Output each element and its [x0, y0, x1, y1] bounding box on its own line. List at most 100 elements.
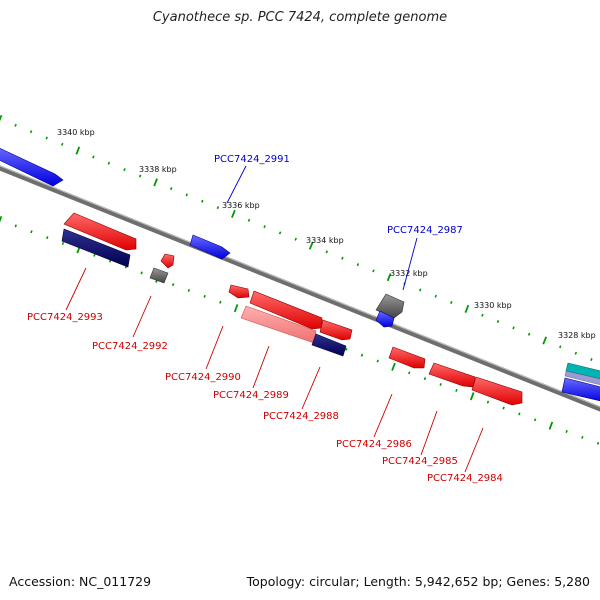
minor-tick: [341, 256, 344, 260]
gene-label-reverse[interactable]: PCC7424_2990: [165, 372, 241, 383]
minor-tick: [263, 225, 266, 229]
major-tick: [464, 304, 470, 313]
gene-label-reverse[interactable]: PCC7424_2986: [336, 439, 412, 450]
minor-tick: [372, 269, 375, 273]
minor-tick: [171, 283, 175, 287]
minor-tick: [278, 231, 282, 235]
forward-genes: [0, 146, 600, 402]
minor-tick: [185, 193, 188, 197]
tick-label: 3330 kbp: [474, 301, 512, 310]
minor-tick: [46, 236, 49, 240]
major-tick: [231, 209, 236, 218]
gene-label-reverse[interactable]: PCC7424_2989: [213, 390, 289, 401]
minor-tick: [169, 187, 173, 191]
minor-tick: [356, 263, 360, 267]
minor-tick: [408, 371, 411, 375]
minor-tick: [294, 237, 297, 241]
tick-label: 3336 kbp: [222, 201, 260, 210]
minor-tick: [559, 345, 562, 349]
gene-label-reverse[interactable]: PCC7424_2988: [263, 411, 339, 422]
major-tick: [233, 304, 239, 313]
minor-tick: [574, 351, 578, 355]
tick-labels: 3340 kbp 3338 kbp 3336 kbp 3334 kbp 3332…: [57, 128, 596, 340]
minor-tick: [423, 377, 427, 381]
gene-block[interactable]: [471, 376, 523, 406]
minor-tick: [61, 142, 64, 146]
gene-block[interactable]: [249, 290, 323, 330]
gene-block[interactable]: [189, 234, 231, 260]
minor-tick: [107, 161, 111, 165]
major-tick: [0, 114, 3, 122]
minor-tick: [581, 435, 584, 439]
minor-tick: [123, 168, 126, 172]
gene-label-forward[interactable]: PCC7424_2987: [387, 225, 463, 236]
major-tick: [308, 241, 314, 250]
gene-block[interactable]: [565, 362, 600, 380]
topology-label: Topology: circular; Length: 5,942,652 bp…: [246, 574, 590, 589]
gene-block[interactable]: [160, 253, 175, 269]
minor-tick: [590, 357, 593, 362]
gene-block[interactable]: [149, 267, 169, 284]
minor-tick: [486, 400, 490, 404]
gene-label-forward[interactable]: PCC7424_2991: [214, 154, 290, 165]
gene-block[interactable]: [63, 212, 137, 251]
minor-tick: [455, 388, 458, 392]
minor-tick: [187, 289, 191, 292]
gene-block[interactable]: [61, 228, 131, 268]
map-title: Cyanothece sp. PCC 7424, complete genome: [152, 10, 448, 25]
gene-label-reverse[interactable]: PCC7424_2992: [92, 341, 168, 352]
gene-block[interactable]: [311, 333, 347, 357]
gene-labels: PCC7424_2991 PCC7424_2987 PCC7424_2993 P…: [27, 154, 503, 484]
major-tick: [153, 178, 158, 187]
tick-label: 3338 kbp: [139, 165, 177, 174]
minor-tick: [512, 326, 515, 330]
minor-tick: [140, 271, 143, 275]
gene-label-reverse[interactable]: PCC7424_2984: [427, 473, 503, 484]
minor-tick: [496, 319, 500, 324]
gene-block[interactable]: [375, 310, 395, 328]
minor-tick: [450, 300, 453, 305]
minor-tick: [565, 429, 568, 434]
minor-tick: [14, 224, 17, 228]
minor-tick: [45, 136, 48, 140]
minor-tick: [216, 206, 220, 210]
major-tick: [386, 273, 392, 282]
major-tick: [391, 362, 396, 371]
gene-label-reverse[interactable]: PCC7424_2985: [382, 456, 458, 467]
minor-tick: [92, 155, 95, 159]
gene-block[interactable]: [428, 362, 476, 388]
gene-block[interactable]: [375, 293, 405, 319]
major-tick: [469, 392, 475, 401]
tick-label: 3334 kbp: [306, 236, 344, 245]
outer-tick-track: [0, 114, 593, 362]
gene-label-reverse[interactable]: PCC7424_2993: [27, 312, 103, 323]
label-leader-lines: [65, 165, 484, 473]
gene-block[interactable]: [0, 146, 64, 187]
gene-block[interactable]: [319, 319, 353, 341]
reverse-genes: [61, 212, 523, 406]
major-tick: [542, 336, 548, 345]
tick-label: 3340 kbp: [57, 128, 95, 137]
minor-tick: [14, 123, 17, 127]
gene-block[interactable]: [388, 346, 426, 369]
major-tick: [75, 146, 81, 155]
minor-tick: [418, 288, 422, 292]
minor-tick: [203, 294, 206, 298]
tick-label: 3332 kbp: [390, 269, 428, 278]
major-tick: [548, 421, 554, 430]
minor-tick: [61, 242, 65, 245]
minor-tick: [247, 218, 251, 222]
minor-tick: [518, 412, 521, 416]
gene-block[interactable]: [228, 284, 250, 299]
tick-label: 3328 kbp: [558, 331, 596, 340]
gene-block[interactable]: [561, 377, 600, 402]
minor-tick: [325, 250, 329, 254]
minor-tick: [434, 294, 437, 298]
minor-tick: [219, 300, 222, 304]
minor-tick: [30, 230, 33, 234]
gene-block[interactable]: [564, 370, 600, 386]
minor-tick: [481, 313, 484, 317]
major-tick: [0, 215, 3, 223]
